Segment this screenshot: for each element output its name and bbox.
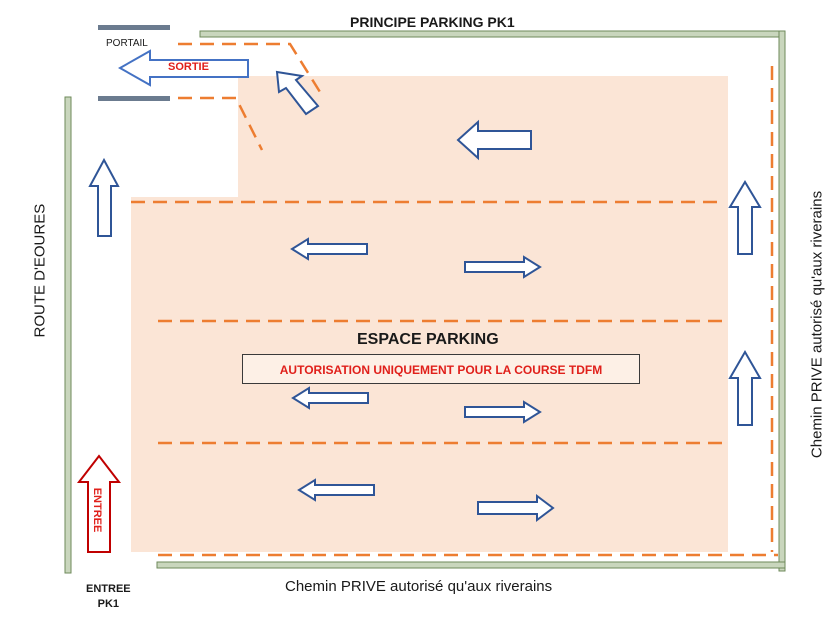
chemin-prive-bottom-label: Chemin PRIVE autorisé qu'aux riverains: [285, 578, 553, 595]
arrow-lane2-right: [464, 400, 542, 424]
espace-parking-label: ESPACE PARKING: [357, 331, 499, 348]
top-wall: [199, 30, 781, 38]
gate-bar-bottom: [98, 96, 170, 101]
portail-label: PORTAIL: [106, 38, 148, 49]
arrow-diagonal-exit: [275, 70, 320, 116]
chemin-prive-right-label: Chemin PRIVE autorisé qu'aux riverains: [808, 190, 826, 459]
dashed-lanes: [131, 42, 778, 557]
sortie-arrow: [117, 49, 249, 87]
entree-arrow: [76, 454, 122, 553]
entry-dash-top: [178, 42, 322, 93]
gate-bar-top: [98, 25, 170, 30]
parking-zone: [131, 76, 728, 552]
plan-title: PRINCIPE PARKING PK1: [350, 14, 515, 30]
route-label: ROUTE D'EOURES: [31, 203, 49, 338]
sortie-label: SORTIE: [168, 61, 209, 73]
traffic-arrows: [88, 49, 762, 522]
arrow-lane3-right: [477, 494, 555, 522]
entree-pk1-label: ENTREE PK1: [86, 582, 131, 612]
parking-zone-entry-wedge: [238, 76, 320, 150]
entree-arrow-label: ENTREE: [91, 487, 103, 533]
arrow-lane1-left: [290, 237, 368, 261]
arrow-lane1-right: [464, 255, 542, 279]
arrow-lane2-left: [291, 386, 369, 410]
arrow-right-up-1: [728, 180, 762, 255]
right-wall: [778, 30, 786, 572]
entree-pk1-line2: PK1: [97, 598, 120, 610]
bottom-wall: [156, 561, 786, 569]
entry-dash-bottom: [178, 96, 264, 151]
arrow-top-left: [456, 119, 532, 161]
arrow-lane3-left: [297, 478, 375, 502]
authorization-notice: AUTORISATION UNIQUEMENT POUR LA COURSE T…: [242, 354, 640, 384]
entree-pk1-line1: ENTREE: [86, 583, 131, 595]
arrow-left-up: [88, 157, 120, 237]
arrow-right-up-2: [728, 349, 762, 426]
left-wall: [64, 96, 72, 574]
